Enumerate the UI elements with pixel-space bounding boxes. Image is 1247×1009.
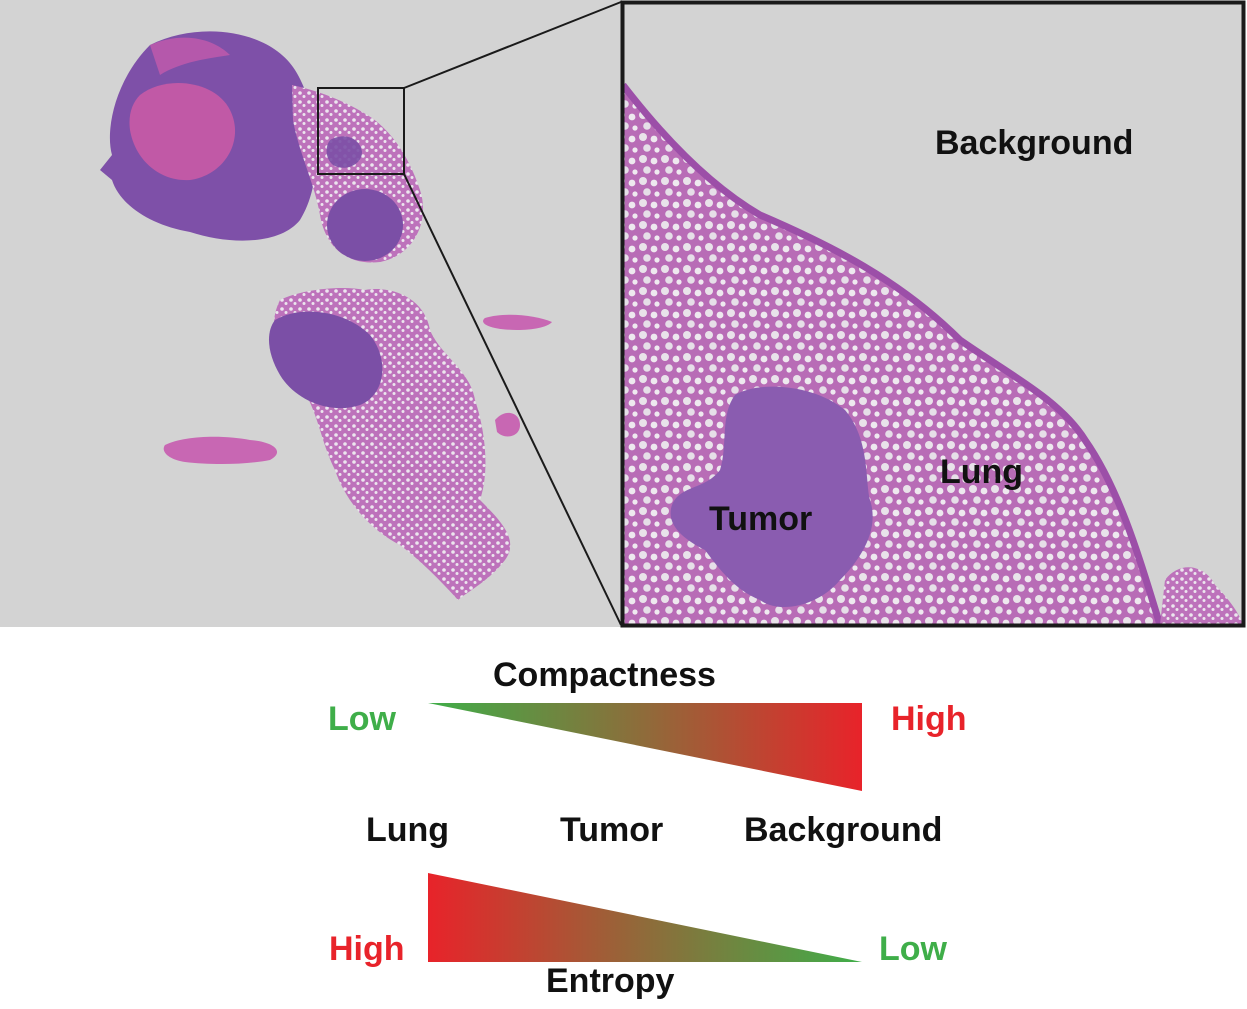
tissue-label-tumor: Tumor xyxy=(560,811,664,849)
entropy-low-label: Low xyxy=(879,930,947,968)
tissue-label-lung: Lung xyxy=(366,811,450,849)
compactness-wedge xyxy=(428,703,862,791)
entropy-title: Entropy xyxy=(546,962,675,1000)
tissue-label-background: Background xyxy=(744,811,943,849)
tissue-small-tumor-focus xyxy=(326,136,362,168)
tissue-pink-necrosis xyxy=(129,83,236,181)
entropy-high-label: High xyxy=(329,930,405,968)
zoom-pleural-edge xyxy=(623,82,1164,625)
tissue-pink-rim xyxy=(150,37,230,75)
tissue-fragment-curl xyxy=(495,412,520,437)
compactness-low-label: Low xyxy=(328,700,396,738)
zoom-label-lung: Lung xyxy=(940,453,1024,491)
tissue-round-tumor xyxy=(327,189,403,261)
tissue-lower-tumor xyxy=(268,311,383,409)
zoom-panel xyxy=(620,0,1246,628)
zoom-selection-box xyxy=(317,87,405,175)
compactness-title: Compactness xyxy=(493,656,716,694)
entropy-wedge xyxy=(428,873,862,962)
zoom-connector-top xyxy=(403,1,622,89)
whole-slide-panel xyxy=(0,0,622,627)
tissue-fragment-right xyxy=(483,314,552,330)
zoom-tumor-region xyxy=(670,386,873,608)
zoom-connector-bottom xyxy=(403,173,622,626)
zoom-label-tumor: Tumor xyxy=(709,500,813,538)
zoom-frame xyxy=(620,0,1246,628)
zoom-label-background: Background xyxy=(935,124,1134,162)
zoom-corner-fragment xyxy=(1160,567,1243,625)
compactness-high-label: High xyxy=(891,700,967,738)
tissue-fragment-left xyxy=(163,436,278,465)
